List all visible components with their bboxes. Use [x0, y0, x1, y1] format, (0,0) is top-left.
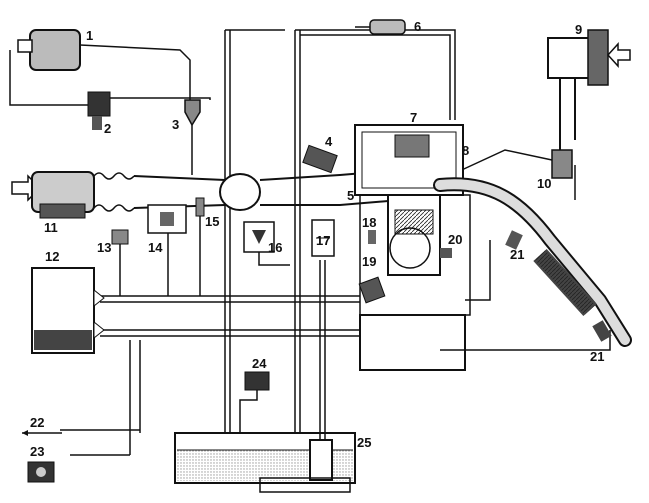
label-25: 25: [357, 435, 371, 450]
arrow-22: [22, 430, 62, 436]
callout-labels: 1 2 3 4 5 6 7 8 9 10 11 12 13 14 15 16 1…: [30, 19, 604, 459]
label-18: 18: [362, 215, 376, 230]
regulator-16: [243, 221, 290, 266]
label-19: 19: [362, 254, 376, 269]
purge-valve: [87, 91, 211, 130]
fuel-pump-relay-24: [239, 371, 270, 433]
label-4: 4: [325, 134, 333, 149]
sensor-14: [147, 204, 187, 296]
pressure-sensor: [184, 99, 201, 175]
injector-4: [302, 144, 338, 174]
sensor-20: [440, 248, 452, 258]
label-17: 17: [316, 233, 330, 248]
label-14: 14: [148, 240, 163, 255]
label-2: 2: [104, 121, 111, 136]
label-3: 3: [172, 117, 179, 132]
label-10: 10: [537, 176, 551, 191]
label-11: 11: [44, 220, 58, 235]
sensor-18: [368, 230, 376, 244]
label-7: 7: [410, 110, 417, 125]
oxygen-sensor-21a: [505, 230, 523, 250]
fuel-lines: [224, 29, 456, 440]
sensor-13: [111, 229, 129, 296]
label-1: 1: [86, 28, 93, 43]
fuel-filter-17: [311, 219, 335, 257]
diagnostic-lamp-23: [27, 461, 55, 483]
label-24: 24: [252, 356, 267, 371]
air-intake-11: [11, 171, 226, 219]
label-23: 23: [30, 444, 44, 459]
label-21b: 21: [590, 349, 604, 364]
fuel-tank: [174, 432, 356, 493]
label-22: 22: [30, 415, 44, 430]
label-13: 13: [97, 240, 111, 255]
label-12: 12: [45, 249, 59, 264]
sensor-19: [358, 276, 386, 304]
airflow-sensor-9: [547, 29, 631, 150]
exhaust-pipe: [433, 177, 632, 347]
label-20: 20: [448, 232, 462, 247]
label-21a: 21: [510, 247, 524, 262]
label-5: 5: [347, 188, 354, 203]
fuel-filter-6: [355, 19, 406, 35]
oxygen-sensor-21b: [592, 320, 612, 342]
label-15: 15: [205, 214, 219, 229]
label-6: 6: [414, 19, 421, 34]
ecu-12: [31, 267, 105, 354]
label-9: 9: [575, 22, 582, 37]
charcoal-canister: [9, 29, 191, 106]
label-8: 8: [462, 143, 469, 158]
wiring-harness: [60, 240, 611, 456]
sensor-15: [195, 197, 205, 296]
engine-block: [354, 124, 471, 371]
label-16: 16: [268, 240, 282, 255]
